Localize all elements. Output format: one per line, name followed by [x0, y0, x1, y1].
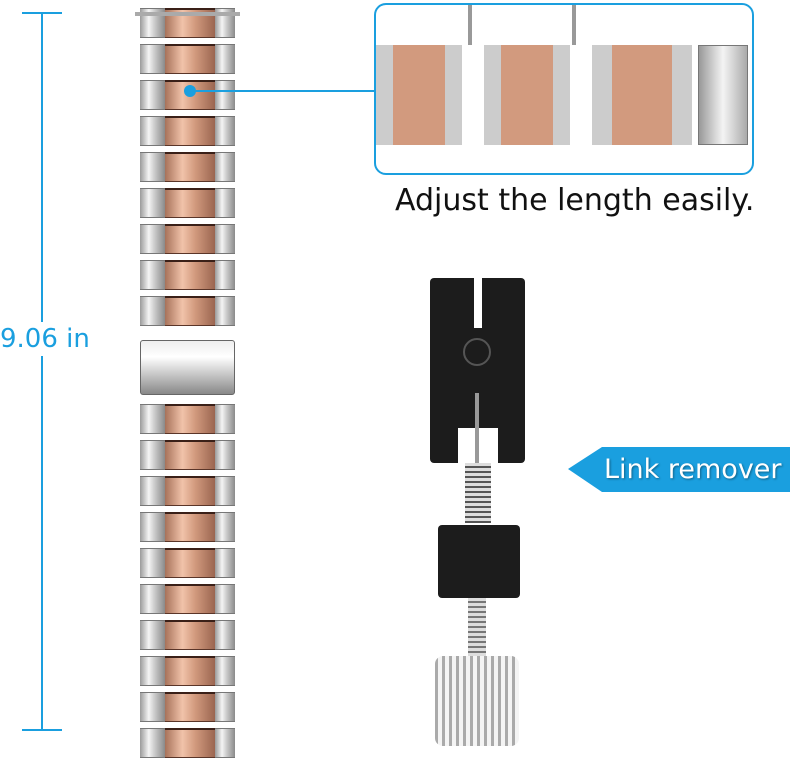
band-link: [140, 728, 235, 758]
band-segment: [376, 45, 462, 145]
band-link: [140, 404, 235, 434]
watch-band: [140, 8, 235, 758]
band-segment: [484, 45, 570, 145]
pin-icon: [572, 5, 576, 45]
inset-caption: Adjust the length easily.: [395, 183, 755, 218]
band-link: [140, 260, 235, 290]
callout-dot: [184, 85, 196, 97]
arrow-left-icon: [568, 447, 602, 492]
link-remover-text: Link remover: [602, 447, 790, 492]
band-segment: [592, 45, 692, 145]
link-remover-label: Link remover: [568, 447, 790, 492]
spring-bar-top: [135, 12, 240, 16]
band-link: [140, 296, 235, 326]
band-link: [140, 620, 235, 650]
adjustment-inset: [374, 3, 754, 175]
callout-line: [192, 90, 375, 92]
measure-line: [41, 12, 43, 730]
band-link: [140, 476, 235, 506]
link-remover-tool: [430, 278, 525, 748]
band-link: [140, 548, 235, 578]
band-length-label: 9.06 in: [0, 322, 90, 356]
band-link: [140, 44, 235, 74]
band-link: [140, 224, 235, 254]
band-link: [140, 656, 235, 686]
band-link: [140, 440, 235, 470]
pin-icon: [468, 5, 472, 45]
band-link: [140, 188, 235, 218]
measure-tick-bottom: [22, 729, 62, 731]
band-link: [140, 152, 235, 182]
band-clasp: [140, 340, 235, 395]
band-link: [140, 116, 235, 146]
measure-tick-top: [22, 12, 62, 14]
band-link: [140, 692, 235, 722]
band-link: [140, 512, 235, 542]
band-clasp: [698, 45, 748, 145]
band-link: [140, 584, 235, 614]
